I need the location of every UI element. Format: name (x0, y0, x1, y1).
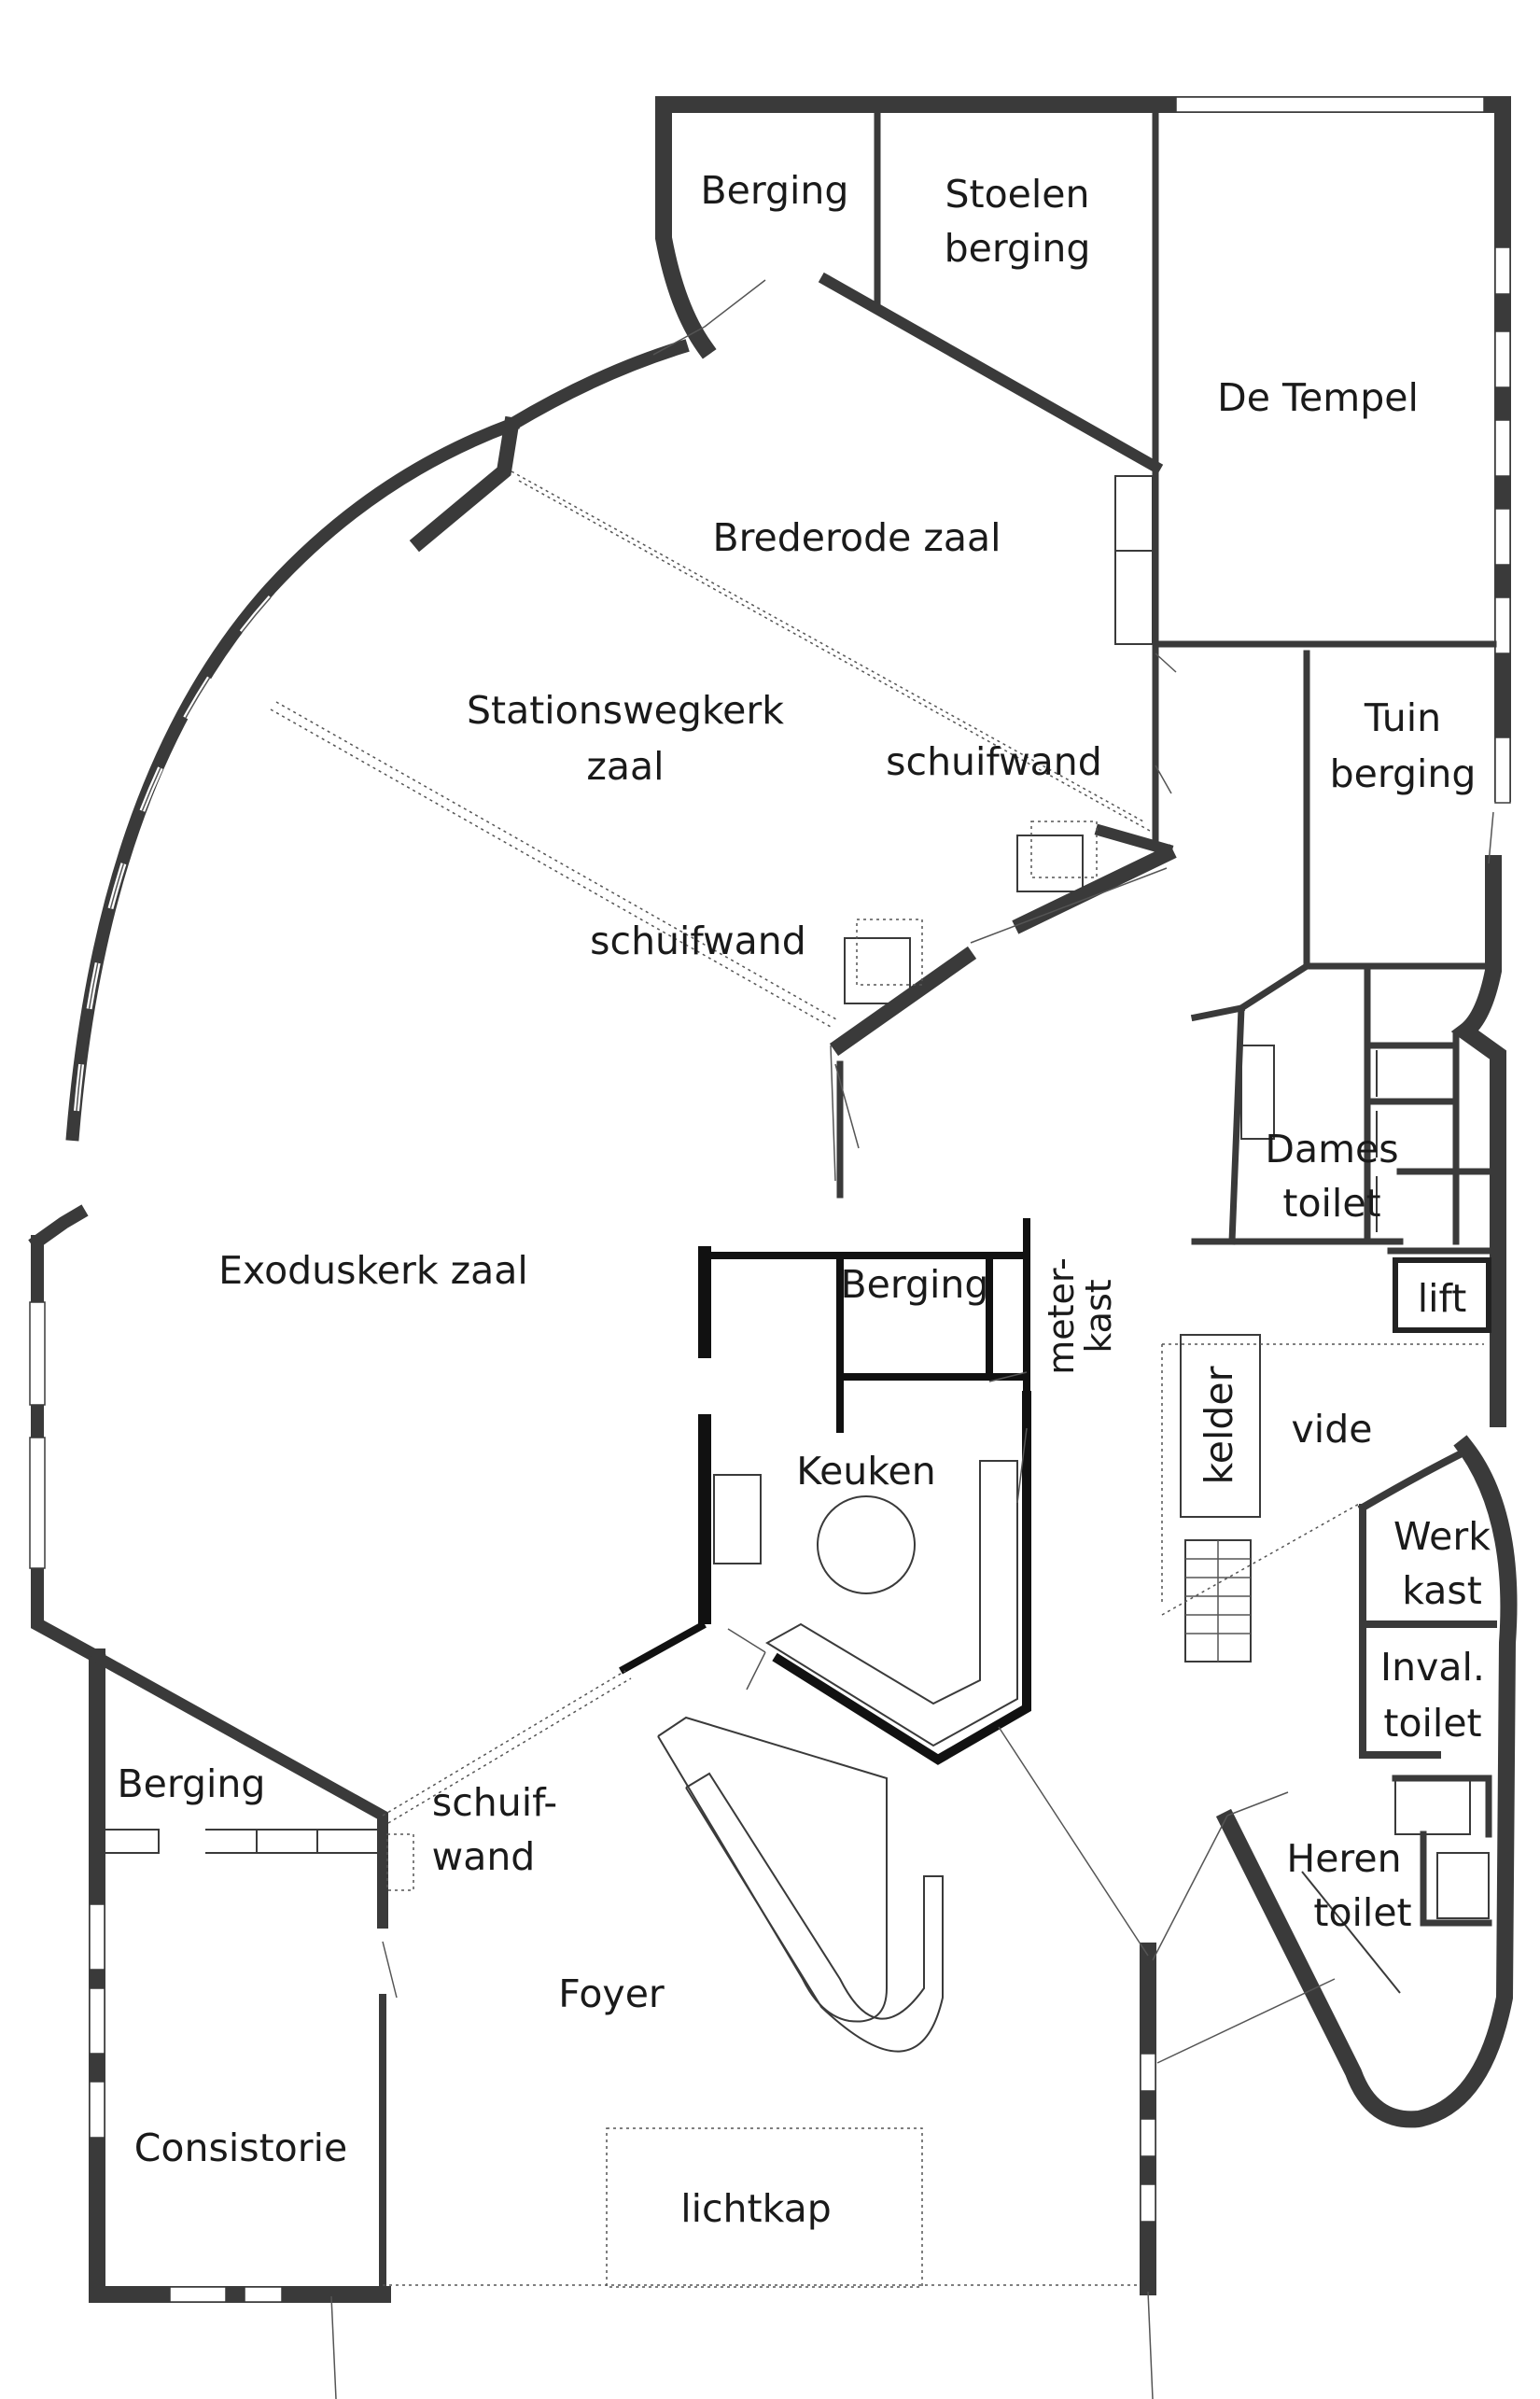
label-inval-2: toilet (1383, 1701, 1481, 1746)
label-dames-1: Dames (1265, 1127, 1398, 1171)
label-kelder: kelder (1197, 1366, 1241, 1484)
label-meter-2: kast (1078, 1279, 1119, 1353)
label-tuin-2: berging (1330, 751, 1477, 796)
label-lichtkap: lichtkap (680, 2186, 832, 2231)
interior-walls (89, 101, 1497, 2291)
room-labels: Berging Stoelen berging De Tempel Breder… (118, 168, 1491, 2231)
label-schuifwand-1: schuifwand (886, 739, 1102, 784)
label-meter-1: meter- (1041, 1257, 1082, 1375)
label-dames-2: toilet (1282, 1181, 1380, 1226)
label-werk-1: Werk (1393, 1514, 1491, 1559)
label-werk-2: kast (1402, 1568, 1482, 1613)
label-berging-top: Berging (701, 168, 849, 213)
label-schuif3-2: wand (432, 1834, 536, 1879)
label-consistorie: Consistorie (134, 2125, 347, 2170)
left-windows (29, 1301, 283, 2303)
label-lift: lift (1418, 1276, 1467, 1321)
label-berging-mid: Berging (841, 1262, 989, 1307)
label-keuken: Keuken (796, 1449, 936, 1494)
label-schuifwand-2: schuifwand (590, 919, 806, 963)
label-foyer: Foyer (558, 1971, 665, 2016)
label-heren-2: toilet (1313, 1890, 1411, 1935)
label-stationsweg-2: zaal (586, 744, 664, 789)
label-vide: vide (1292, 1407, 1373, 1452)
door-swings (330, 279, 1494, 2399)
label-stationsweg-1: Stationswegkerk (467, 688, 784, 733)
label-tuin-1: Tuin (1364, 695, 1441, 740)
right-windows (1140, 96, 1511, 2223)
label-schuif3-1: schuif- (432, 1780, 557, 1825)
label-berging-left: Berging (118, 1761, 266, 1806)
sliding-walls (270, 470, 1151, 1824)
label-exodus: Exoduskerk zaal (218, 1248, 528, 1293)
fixtures (97, 475, 1490, 2288)
label-stoelen-2: berging (945, 226, 1091, 271)
label-heren-1: Heren (1286, 1836, 1401, 1881)
label-inval-1: Inval. (1380, 1645, 1485, 1690)
curved-windows (74, 596, 273, 1112)
label-tempel: De Tempel (1217, 375, 1419, 420)
label-brederode: Brederode zaal (712, 515, 1001, 560)
label-stoelen-1: Stoelen (945, 172, 1089, 217)
